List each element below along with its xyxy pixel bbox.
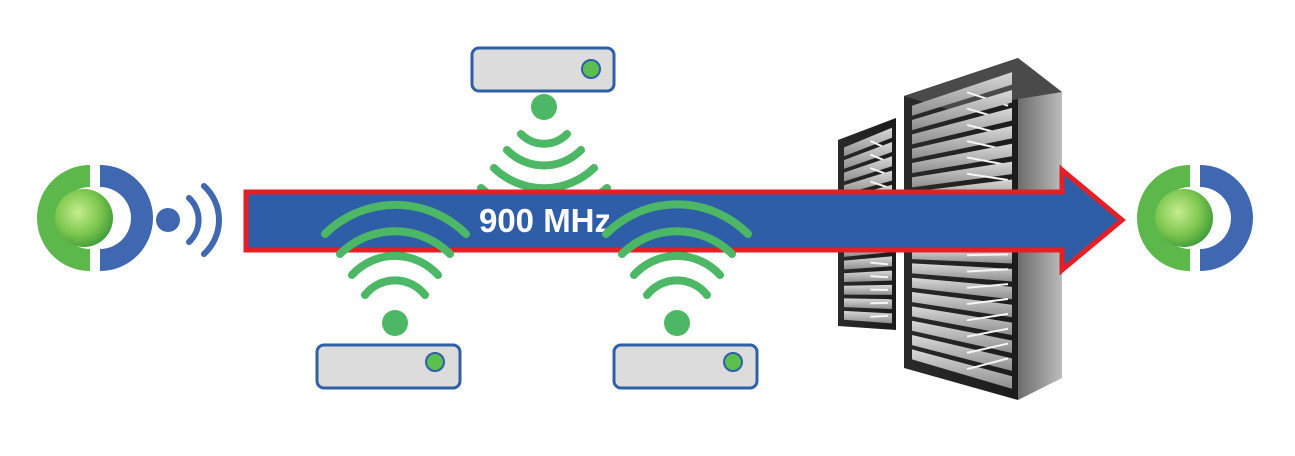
server-blade [912,107,1012,145]
server-blade [912,161,1012,188]
server-blade [912,72,1012,116]
server-blade [912,125,1012,159]
server-blade-light [966,297,1009,306]
server-blade [912,320,1012,354]
server-blade-light [966,327,1009,338]
server-blade [912,306,1012,336]
server-blade [912,335,1012,371]
top-device [470,46,616,93]
server-blade [912,90,1012,131]
device-status-light-icon [425,352,445,372]
server-blade-light [966,312,1009,322]
server-blade [844,310,892,324]
server-blade-light [870,261,889,266]
server-blade [844,298,892,310]
left-endpoint-logo-icon [37,165,153,271]
server-blade [844,284,892,295]
server-blade-light [966,253,1009,257]
server-blade-light [966,283,1009,289]
server-blade [844,156,892,182]
server-blade [912,249,1012,264]
server-blade-light [870,275,889,279]
server-blade-light [870,180,889,189]
server-blade-light [966,342,1009,354]
server-blade [912,292,1012,318]
bottom-left-device [315,343,462,390]
server-blade-light [966,172,1009,182]
transmit-signal-icon [156,183,223,257]
device-status-light-icon [723,352,743,372]
server-blade [844,256,892,270]
server-blade [844,170,892,195]
server-blade-light [966,268,1009,273]
server-blade [912,349,1012,389]
server-blade [912,143,1012,174]
device-status-light-icon [581,59,601,79]
signal-arrow: 900 MHz [243,164,1126,276]
server-blade [912,263,1012,282]
server-blade-light [870,314,889,318]
right-endpoint-logo-icon [1137,165,1253,271]
arrow-shape [243,164,1126,276]
server-blade [912,277,1012,300]
server-blade [844,127,892,157]
frequency-label: 900 MHz [479,202,611,239]
server-blade [844,270,892,283]
bottom-left-device-wifi-icon [321,201,470,336]
bottom-right-device-wifi-icon [602,200,752,336]
bottom-right-device [612,343,759,390]
server-blade [844,142,892,169]
server-blade-light [966,357,1009,371]
